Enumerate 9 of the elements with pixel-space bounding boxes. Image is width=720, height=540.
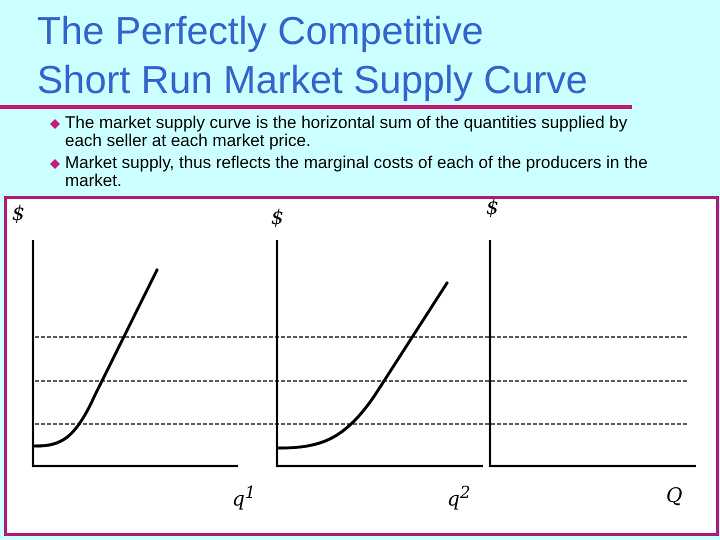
- bullet-text: The market supply curve is the horizontal sum of the quantities supplied by each seller at each market price.: [65, 114, 628, 150]
- y-axis-label: $: [271, 206, 284, 228]
- x-axis-label: Q: [666, 484, 682, 506]
- bullet-text: Market supply, thus reflects the marginal costs of each of the producers in the market.: [65, 154, 649, 190]
- slide-title: The Perfectly Competitive Short Run Market Supply Curve: [37, 9, 589, 104]
- y-axis-label: $: [12, 202, 25, 224]
- x-axis-label: q$^{2}$: [447, 482, 470, 510]
- x-axis-label: q$^{1}$: [232, 482, 256, 510]
- y-axis-label: $: [486, 196, 499, 218]
